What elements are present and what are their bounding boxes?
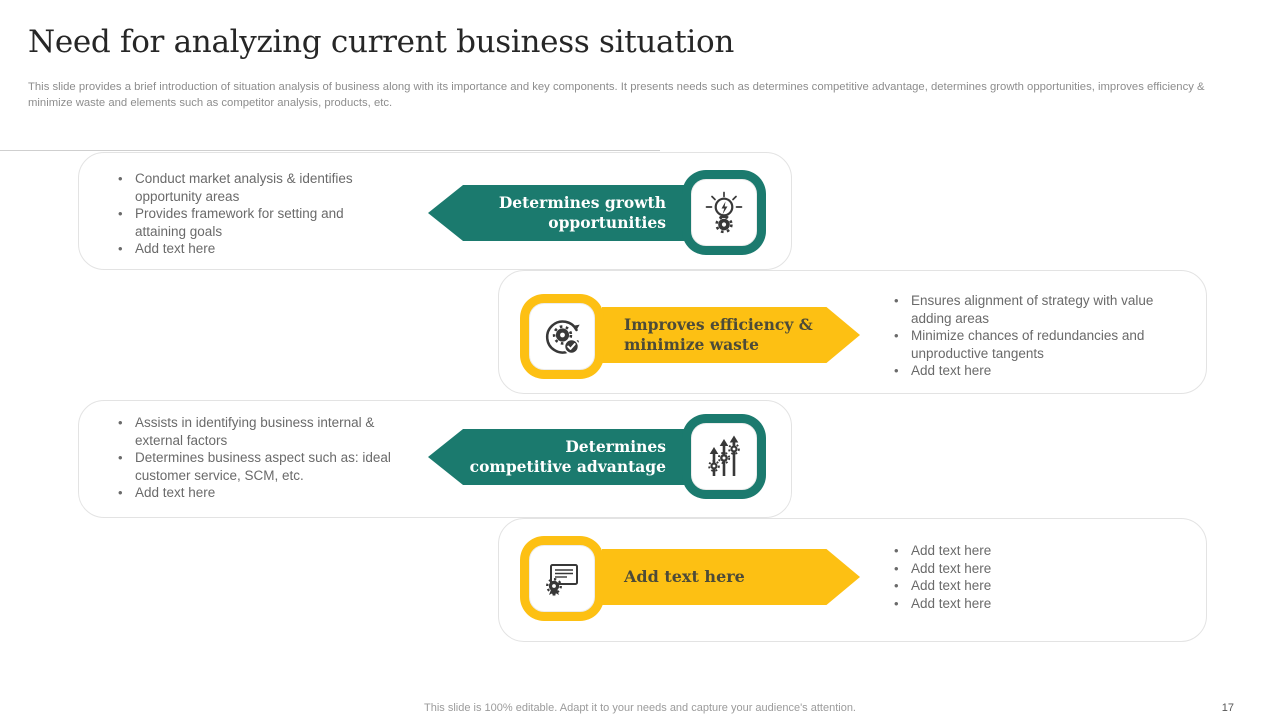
bullet-item: Assists in identifying business internal…	[116, 414, 406, 449]
icon-container-add-text	[520, 536, 604, 621]
icon-container-growth	[682, 170, 766, 255]
idea-lightbulb-gear-icon	[691, 179, 757, 246]
bullet-item: Provides framework for setting and attai…	[116, 205, 378, 240]
banner-label-line: Improves efficiency &	[624, 315, 813, 334]
slide-description: This slide provides a brief introduction…	[28, 81, 1205, 109]
banner-label-line: Determines	[565, 437, 666, 456]
growth-arrows-gears-icon	[691, 423, 757, 490]
certificate-seal-icon	[529, 545, 595, 612]
decorative-line	[0, 150, 660, 151]
gear-sync-check-icon	[529, 303, 595, 370]
bullet-item: Add text here	[116, 484, 406, 502]
bullet-item: Add text here	[892, 560, 1154, 578]
banner-label-line: opportunities	[548, 213, 666, 232]
footer-note: This slide is 100% editable. Adapt it to…	[424, 702, 856, 714]
bullet-item: Add text here	[892, 595, 1154, 613]
bullet-item: Add text here	[116, 240, 378, 258]
bullet-list-improves-efficiency: Ensures alignment of strategy with value…	[892, 292, 1154, 380]
banner-determines-competitive-advantage: Determines competitive advantage	[428, 429, 720, 485]
banner-add-text-here: Add text here	[602, 549, 860, 605]
icon-container-efficiency	[520, 294, 604, 379]
page-number: 17	[1221, 702, 1234, 714]
bullet-item: Minimize chances of redundancies and unp…	[892, 327, 1154, 362]
bullet-list-add-text: Add text here Add text here Add text her…	[892, 542, 1154, 612]
bullet-item: Determines business aspect such as: idea…	[116, 449, 406, 484]
banner-label-line: Determines growth	[498, 193, 666, 212]
banner-determines-growth-opportunities: Determines growth opportunities	[428, 185, 720, 241]
bullet-item: Conduct market analysis & identifies opp…	[116, 170, 378, 205]
bullet-item: Ensures alignment of strategy with value…	[892, 292, 1154, 327]
bullet-list-competitive-advantage: Assists in identifying business internal…	[116, 414, 406, 502]
page-title: Need for analyzing current business situ…	[28, 24, 735, 60]
icon-container-advantage	[682, 414, 766, 499]
banner-improves-efficiency: Improves efficiency & minimize waste	[602, 307, 860, 363]
bullet-item: Add text here	[892, 542, 1154, 560]
bullet-list-growth-opportunities: Conduct market analysis & identifies opp…	[116, 170, 378, 258]
banner-label-line: competitive advantage	[469, 457, 666, 476]
bullet-item: Add text here	[892, 577, 1154, 595]
bullet-item: Add text here	[892, 362, 1154, 380]
banner-label-line: Add text here	[624, 567, 745, 586]
banner-label-line: minimize waste	[624, 335, 759, 354]
